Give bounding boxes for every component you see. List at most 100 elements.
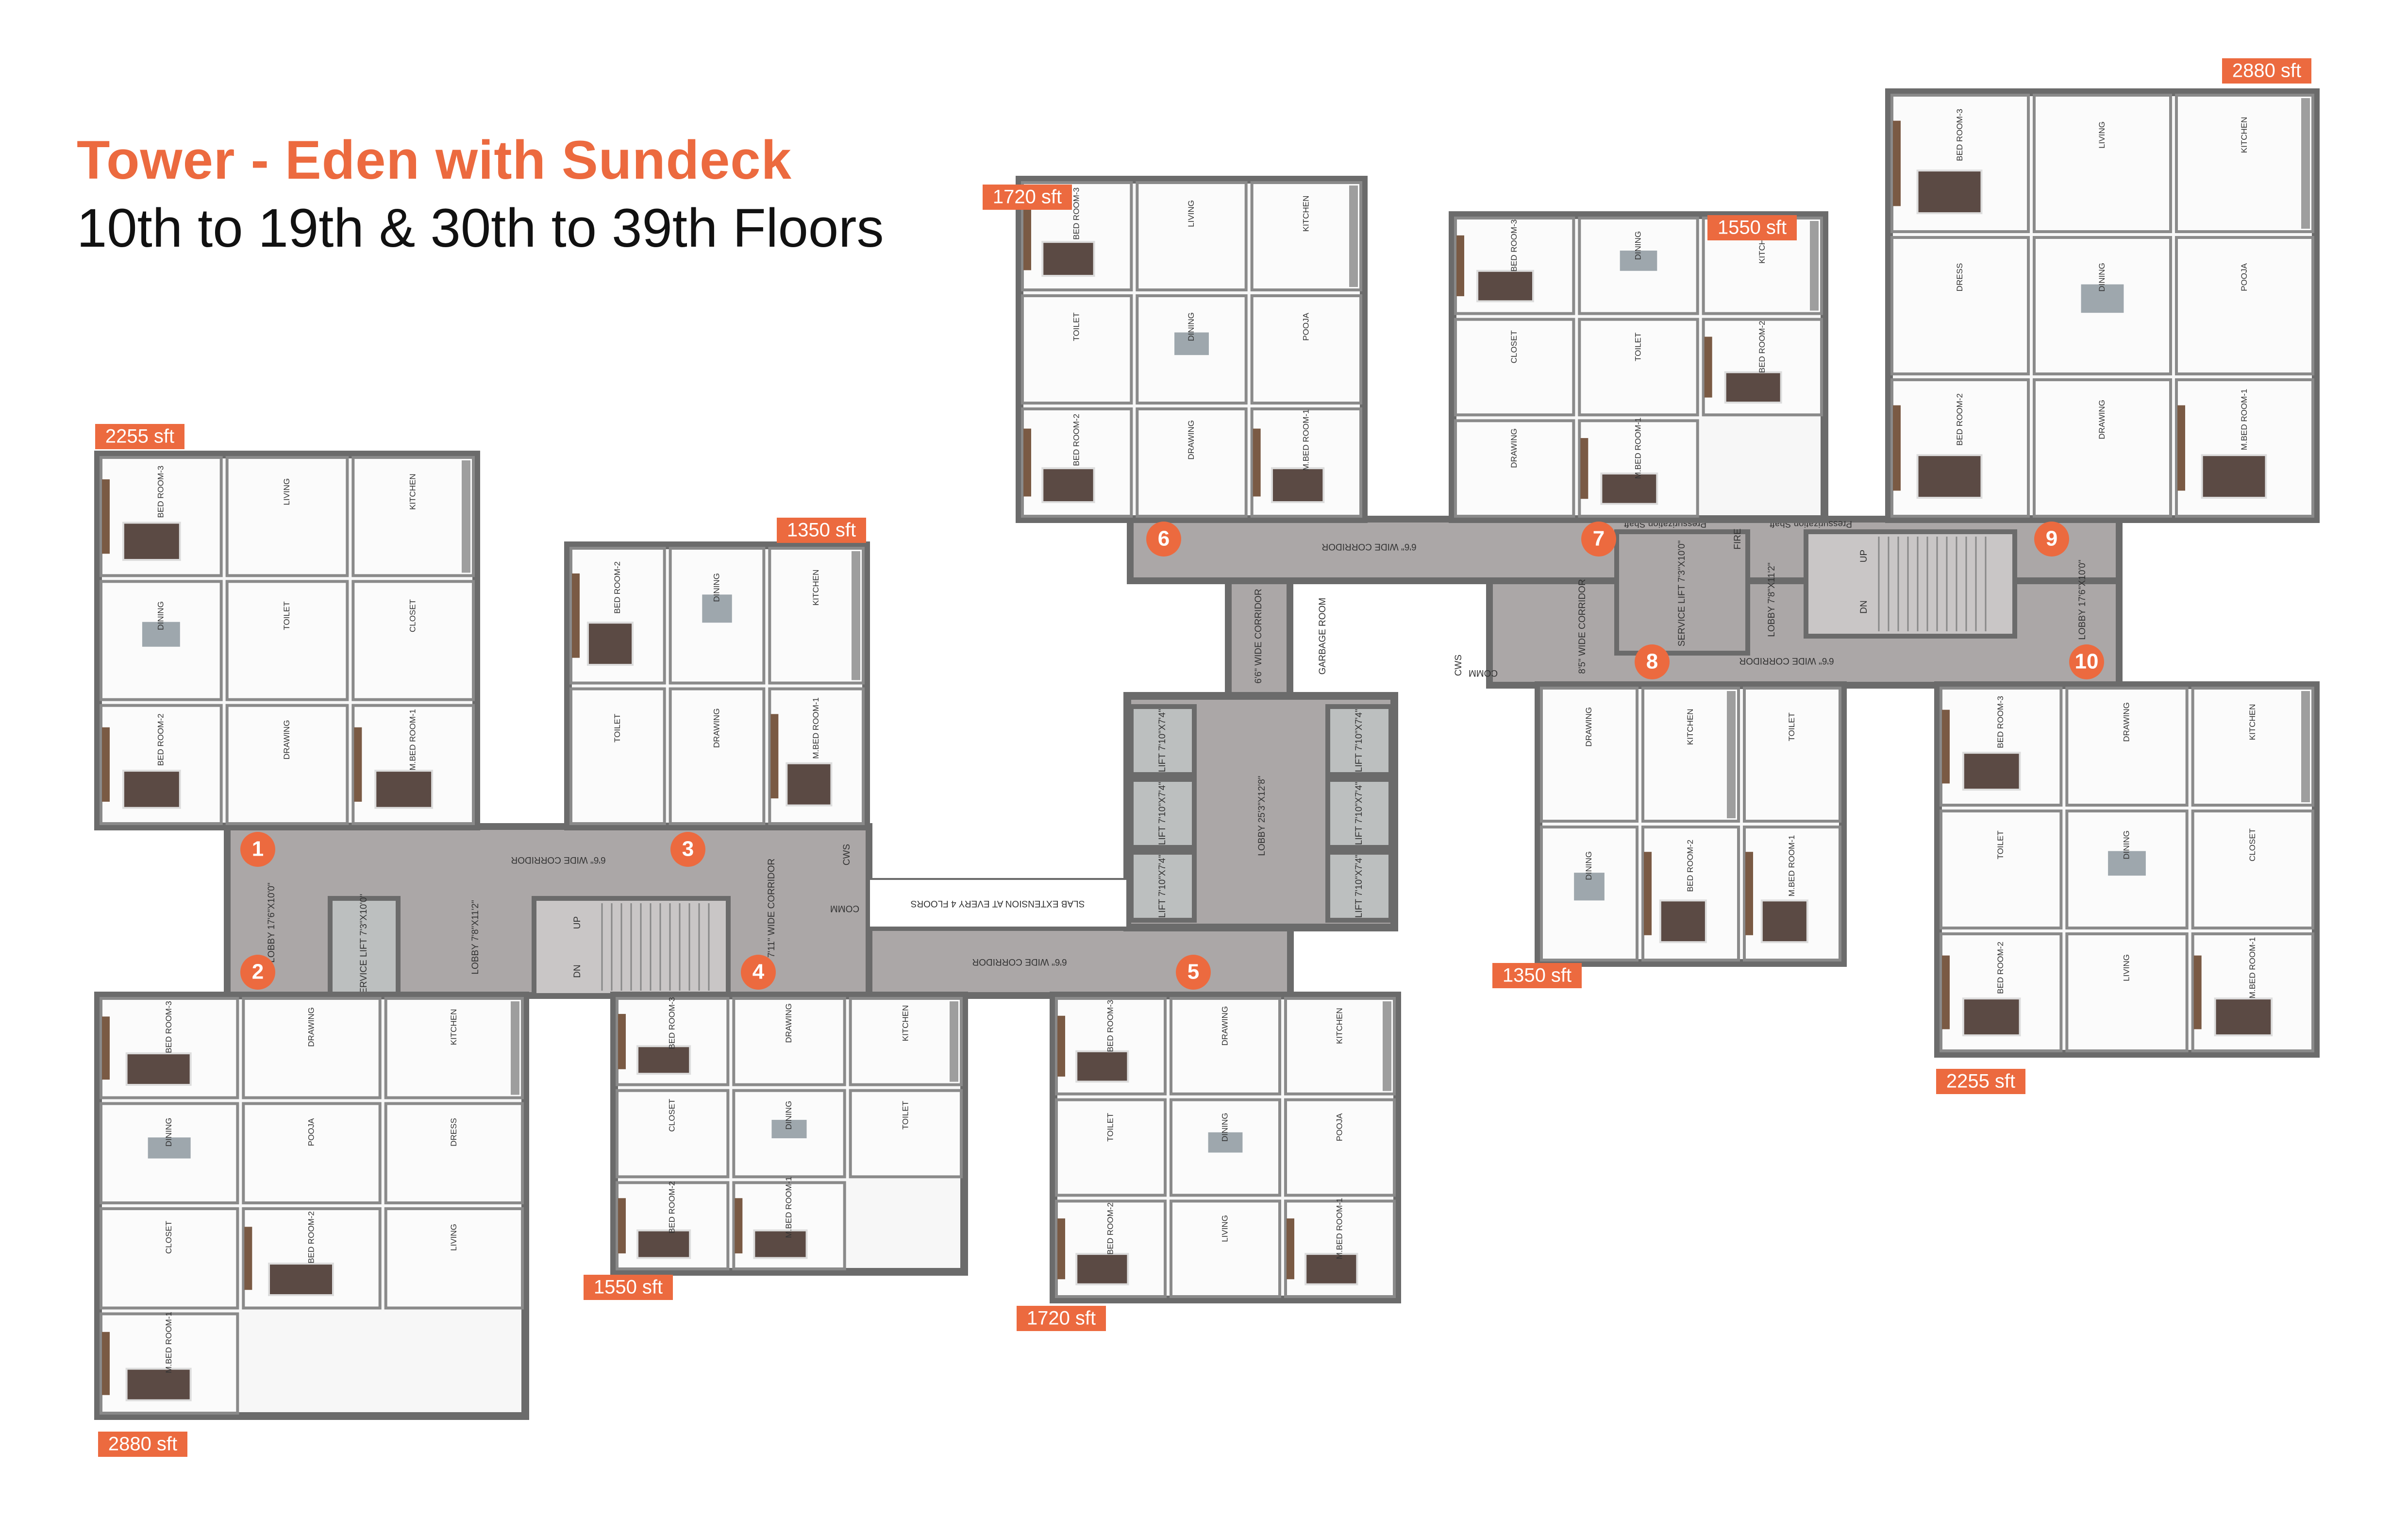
room-label: DINING [164, 1118, 173, 1147]
room-label: DRAWING [282, 720, 291, 760]
unit-number-marker [2034, 522, 2069, 557]
room-label: DRESS [1955, 263, 1964, 292]
room [849, 1089, 963, 1179]
area-badge [2222, 58, 2311, 84]
wardrobe [1942, 709, 1950, 784]
dining-table [142, 622, 180, 647]
staircase [1804, 529, 2017, 639]
corridor-label: 6'6" WIDE CORRIDOR [1321, 541, 1416, 552]
counter [511, 1001, 519, 1095]
room [2175, 94, 2314, 233]
bed [1075, 1050, 1129, 1083]
unit-number-text: 4 [752, 960, 765, 984]
room [768, 547, 865, 685]
room [1250, 181, 1363, 291]
wardrobe [770, 714, 779, 799]
dining-table [771, 1120, 807, 1138]
dining-table [2081, 284, 2124, 313]
room-label: TOILET [901, 1101, 910, 1130]
room [1284, 997, 1396, 1096]
dining-table [1208, 1132, 1243, 1153]
counter [1383, 1001, 1391, 1091]
unit-number-text: 6 [1158, 527, 1170, 551]
wardrobe [618, 1198, 626, 1254]
room [1136, 181, 1248, 291]
room-label: DRAWING [2097, 400, 2107, 439]
area-badge-text: 2880 sft [2232, 60, 2301, 82]
slab-extension [868, 878, 1128, 928]
bed [268, 1263, 334, 1297]
room-label: DRAWING [784, 1003, 793, 1043]
room-label: DINING [2097, 263, 2107, 292]
corridor-label: 6'6" WIDE CORRIDOR [972, 957, 1067, 967]
room-label: DINING [1633, 231, 1642, 260]
room [1540, 687, 1639, 823]
wardrobe [1057, 1218, 1065, 1280]
wardrobe [1456, 235, 1464, 296]
counter [1810, 221, 1819, 311]
lift-label: LIFT 7'10"X7'4" [1354, 855, 1364, 918]
area-badge [1707, 215, 1797, 240]
room [225, 580, 349, 701]
room-label: TOILET [1072, 312, 1081, 341]
wardrobe [2193, 955, 2202, 1030]
unit-number-text: 2 [252, 960, 264, 984]
room-label: DRESS [449, 1118, 458, 1147]
service-lift [1614, 529, 1750, 656]
wardrobe [1057, 1015, 1065, 1077]
stair-lobby-label: LOBBY 7'8"X11'2" [470, 900, 481, 974]
wardrobe [102, 479, 110, 554]
room-label: KITCHEN [449, 1009, 458, 1046]
unit-number-text: 8 [1646, 650, 1658, 674]
room-label: CLOSET [1509, 330, 1519, 363]
bed [1271, 467, 1325, 504]
wardrobe [102, 1332, 110, 1395]
area-badge-text: 1720 sft [993, 186, 1062, 208]
room [1284, 1199, 1396, 1298]
bed [1304, 1253, 1358, 1285]
room-label: CLOSET [164, 1221, 173, 1254]
area-badge [777, 518, 866, 543]
counter [852, 551, 860, 680]
room-label: POOJA [306, 1118, 316, 1146]
dining-table [702, 594, 732, 623]
room-label: BED ROOM-2 [156, 713, 165, 766]
room [849, 997, 963, 1086]
lift-lobby-label: LOBBY 25'3"X12'8" [1257, 776, 1267, 856]
room [1250, 294, 1363, 405]
room-label: M.BED ROOM-1 [164, 1312, 173, 1373]
stair-up-label: UP [1859, 550, 1869, 562]
bed [122, 522, 181, 561]
bed [1075, 1253, 1129, 1285]
room-label: DINING [1220, 1113, 1229, 1142]
cws-label: CWS [842, 844, 852, 865]
bed [1962, 997, 2021, 1037]
room-label: KITCHEN [811, 570, 820, 606]
room-label: KITCHEN [408, 473, 418, 510]
end-lobby-label: LOBBY 17'6"X10'0" [267, 882, 277, 962]
wardrobe [1942, 955, 1950, 1030]
room-label: DRAWING [712, 709, 721, 748]
lift [1325, 850, 1393, 923]
room [1021, 294, 1133, 405]
room [1890, 236, 2030, 375]
room-label: CLOSET [2248, 828, 2257, 861]
room-label: BED ROOM-2 [1686, 840, 1695, 892]
lift-label: LIFT 7'10"X7'4" [1157, 782, 1168, 845]
room-label: TOILET [1787, 712, 1796, 741]
unit-number-text: 7 [1593, 527, 1605, 551]
room [2033, 378, 2172, 518]
room [616, 1089, 730, 1179]
service-lift-label: SERVICE LIFT 7'3"X10'0" [1677, 540, 1687, 647]
unit-number-text: 9 [2046, 527, 2057, 551]
room-label: BED ROOM-2 [1105, 1202, 1115, 1255]
wardrobe [1704, 337, 1712, 398]
bed [1476, 270, 1534, 303]
area-badge-text: 2255 sft [1946, 1071, 2015, 1092]
plan-subtitle: 10th to 19th & 30th to 39th Floors [77, 198, 884, 258]
room-label: DRAWING [1187, 420, 1196, 460]
